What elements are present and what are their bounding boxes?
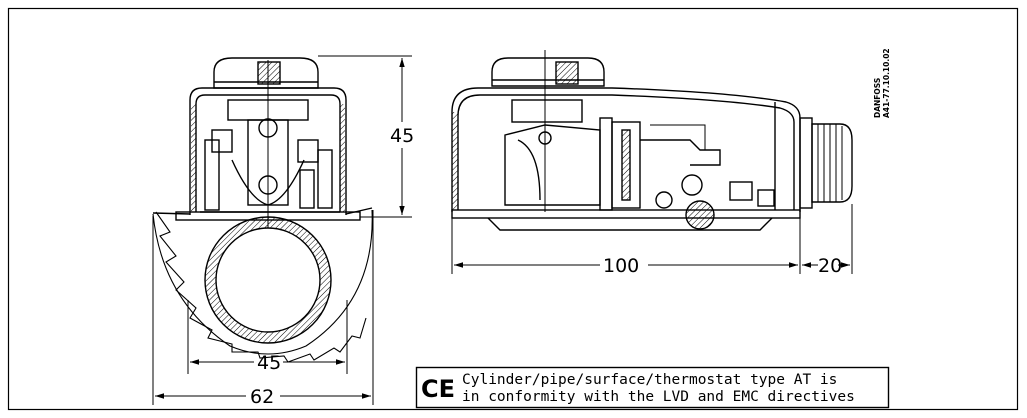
conformity-line2: in conformity with the LVD and EMC direc… <box>462 389 855 405</box>
side-dimensions <box>451 204 853 274</box>
dim-label-height-45: 45 <box>390 125 414 147</box>
front-dimensions <box>152 55 412 405</box>
cable-gland <box>799 117 813 209</box>
dim-label-width-45: 45 <box>257 352 281 374</box>
pipe-strap <box>155 211 367 363</box>
dim-label-width-62: 62 <box>250 386 274 408</box>
drawing-code-line2: A41-77.10.10.02 <box>882 48 891 118</box>
ce-mark: CE <box>421 375 455 403</box>
side-view <box>451 50 853 231</box>
conformity-line1: Cylinder/pipe/surface/thermostat type AT… <box>462 372 837 388</box>
side-knob <box>491 57 605 87</box>
dim-label-length-100: 100 <box>603 255 639 277</box>
conformity-box: CE Cylinder/pipe/surface/thermostat type… <box>415 366 890 409</box>
side-mechanism <box>511 99 583 123</box>
drawing-code: DANFOSS A41-77.10.10.02 <box>873 48 891 118</box>
drawing-code-line1: DANFOSS <box>873 78 882 118</box>
pipe-inner <box>215 227 321 333</box>
side-housing <box>451 87 801 212</box>
front-view <box>152 57 373 363</box>
drawing-frame <box>7 7 1019 411</box>
dim-label-length-20: 20 <box>818 255 842 277</box>
